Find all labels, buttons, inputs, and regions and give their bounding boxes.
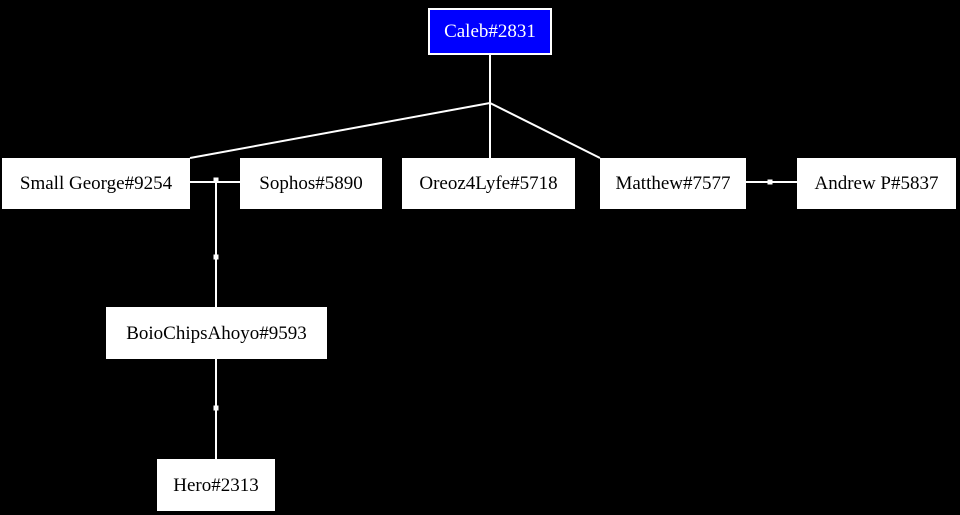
node-sophos: Sophos#5890 [240, 158, 382, 209]
arrow-dot [213, 405, 219, 411]
node-caleb: Caleb#2831 [428, 8, 552, 55]
node-hero: Hero#2313 [157, 459, 275, 511]
node-boiochipsahoyo-label: BoioChipsAhoyo#9593 [126, 322, 307, 344]
edge-caleb-smallgeorge [189, 102, 491, 159]
node-small-george: Small George#9254 [2, 158, 190, 209]
arrow-dot [767, 179, 773, 185]
node-sophos-label: Sophos#5890 [259, 173, 363, 194]
node-andrew-p: Andrew P#5837 [797, 158, 956, 209]
node-matthew: Matthew#7577 [600, 158, 746, 209]
node-hero-label: Hero#2313 [173, 474, 259, 496]
node-small-george-label: Small George#9254 [19, 173, 173, 194]
node-andrew-p-label: Andrew P#5837 [814, 173, 939, 194]
arrow-dot [213, 254, 219, 260]
node-boiochipsahoyo: BoioChipsAhoyo#9593 [106, 307, 327, 359]
node-matthew-label: Matthew#7577 [615, 173, 731, 194]
node-oreoz4lyfe-label: Oreoz4Lyfe#5718 [419, 173, 558, 194]
node-caleb-label: Caleb#2831 [444, 21, 536, 42]
node-oreoz4lyfe: Oreoz4Lyfe#5718 [402, 158, 575, 209]
arrow-dot [213, 177, 219, 183]
edge-caleb-matthew [489, 102, 601, 159]
